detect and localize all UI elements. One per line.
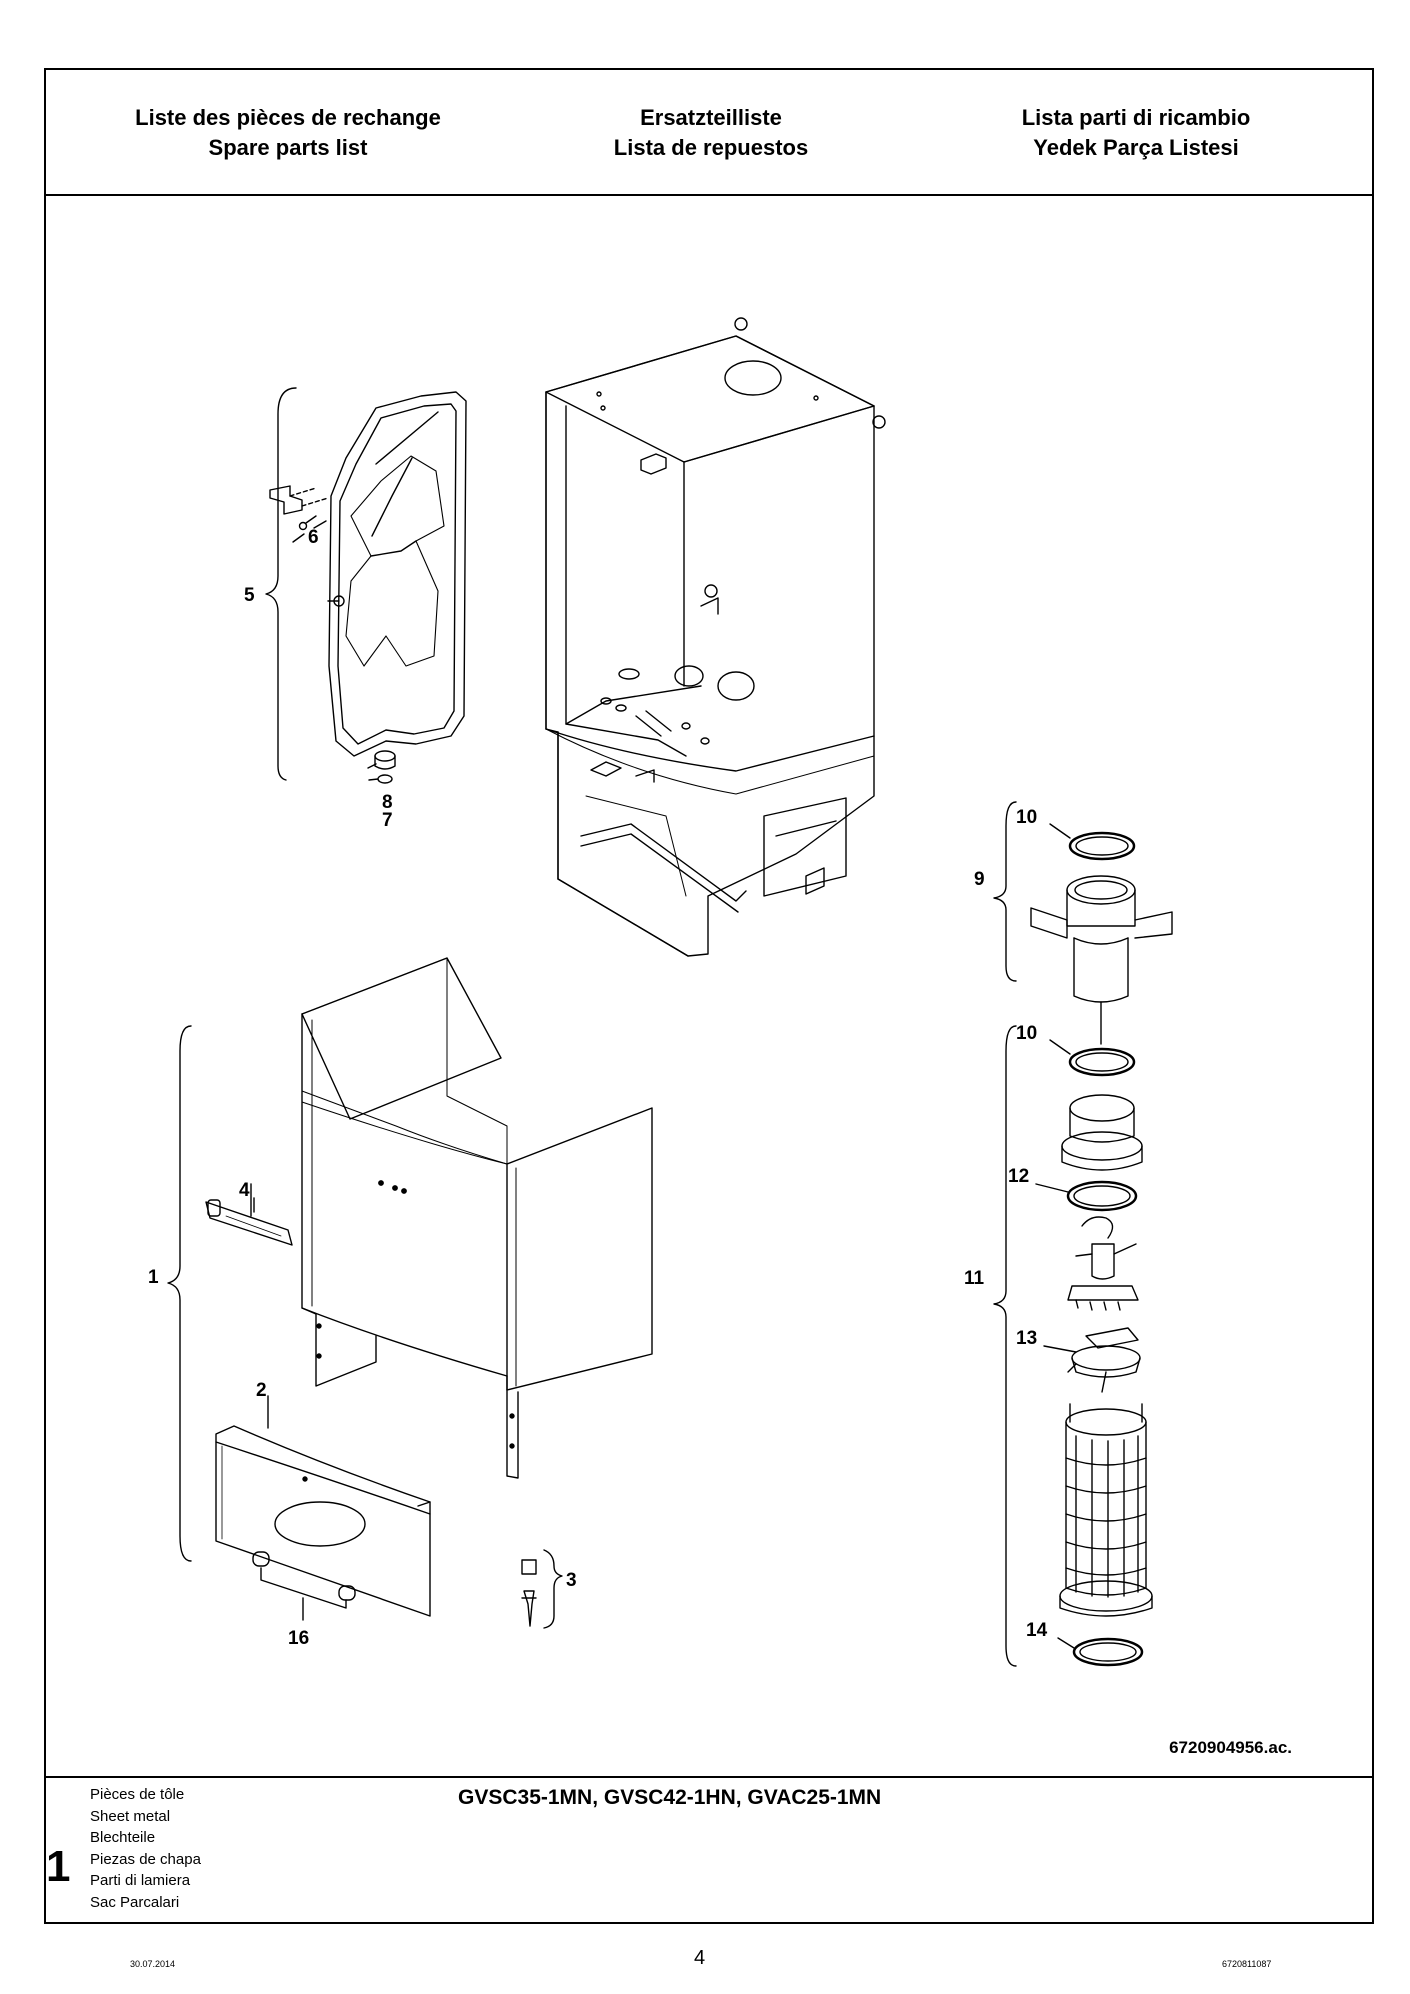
- expansion-vessel: [327, 391, 467, 757]
- bracket-11: [993, 1025, 1017, 1667]
- section-name-list: Pièces de tôle Sheet metal Blechteile Pi…: [90, 1784, 201, 1913]
- title-spanish: Lista de repuestos: [613, 135, 809, 160]
- front-casing: [301, 957, 653, 1479]
- callout-10-upper: 10: [1016, 807, 1037, 828]
- screws: [521, 1559, 537, 1627]
- section-name-french: Pièces de tôle: [90, 1786, 185, 1803]
- callout-1: 1: [148, 1267, 159, 1288]
- page-frame: Liste des pièces de rechange Spare parts…: [44, 68, 1374, 1924]
- bracket-5: [265, 387, 297, 781]
- exploded-view-svg: 1 2 3 4 5 6 7 8 9 10 10 11 12 13 14 16: [148, 317, 1173, 1667]
- section-name-italian: Parti di lamiera: [90, 1872, 191, 1889]
- callout-7: 7: [382, 810, 393, 831]
- callout-11: 11: [964, 1268, 985, 1289]
- callout-4: 4: [239, 1180, 250, 1201]
- callout-16: 16: [288, 1628, 309, 1649]
- figure-reference: 6720904956.ac.: [1169, 1738, 1292, 1757]
- boiler-casing-frame: [545, 317, 886, 957]
- callout-3: 3: [566, 1570, 577, 1591]
- callout-6: 6: [308, 527, 319, 548]
- header-italian-turkish: Lista parti di ricambio Yedek Parça List…: [926, 103, 1346, 163]
- callout-8: 8: [382, 792, 393, 813]
- title-italian: Lista parti di ricambio: [1021, 105, 1251, 130]
- document-id: 6720811087: [1222, 1959, 1272, 1969]
- callout-13: 13: [1016, 1328, 1037, 1349]
- flue-assembly: [1059, 1047, 1153, 1667]
- bracket-1: [167, 1025, 192, 1562]
- brand-logo-badge: [205, 1183, 293, 1246]
- page-number: 4: [694, 1947, 706, 1969]
- flue-adaptor: [1030, 831, 1173, 1003]
- title-turkish: Yedek Parça Listesi: [1033, 135, 1239, 160]
- bracket-3: [543, 1549, 563, 1629]
- section-name-german: Blechteile: [90, 1829, 156, 1846]
- section-footer: 1 Pièces de tôle Sheet metal Blechteile …: [46, 1776, 1372, 1924]
- section-name-turkish: Sac Parcalari: [90, 1893, 180, 1911]
- section-number: 1: [46, 1842, 71, 1891]
- callout-2: 2: [256, 1380, 267, 1401]
- section-name-english: Sheet metal: [90, 1807, 171, 1825]
- callout-14: 14: [1026, 1620, 1048, 1641]
- front-panel: [215, 1425, 431, 1617]
- panel-feet: [252, 1551, 356, 1621]
- header-german-spanish: Ersatzteilliste Lista de repuestos: [501, 103, 921, 163]
- title-german: Ersatzteilliste: [640, 105, 782, 130]
- vessel-bracket: [269, 485, 329, 543]
- callout-10-lower: 10: [1016, 1023, 1037, 1044]
- exploded-view-drawing: 1 2 3 4 5 6 7 8 9 10 10 11 12 13 14 16 6…: [46, 196, 1372, 1776]
- model-list: GVSC35-1MN, GVSC42-1HN, GVAC25-1MN: [458, 1786, 882, 1809]
- callout-9: 9: [974, 869, 985, 890]
- title-english: Spare parts list: [208, 135, 368, 160]
- section-name-spanish: Piezas de chapa: [90, 1850, 201, 1868]
- header-french-english: Liste des pièces de rechange Spare parts…: [78, 103, 498, 163]
- print-date: 30.07.2014: [130, 1959, 176, 1969]
- callout-12: 12: [1008, 1166, 1029, 1187]
- title-header: Liste des pièces de rechange Spare parts…: [46, 70, 1372, 196]
- bracket-9: [993, 801, 1017, 982]
- title-french: Liste des pièces de rechange: [135, 105, 441, 130]
- vessel-nipple: [367, 750, 396, 784]
- callout-5: 5: [244, 585, 255, 606]
